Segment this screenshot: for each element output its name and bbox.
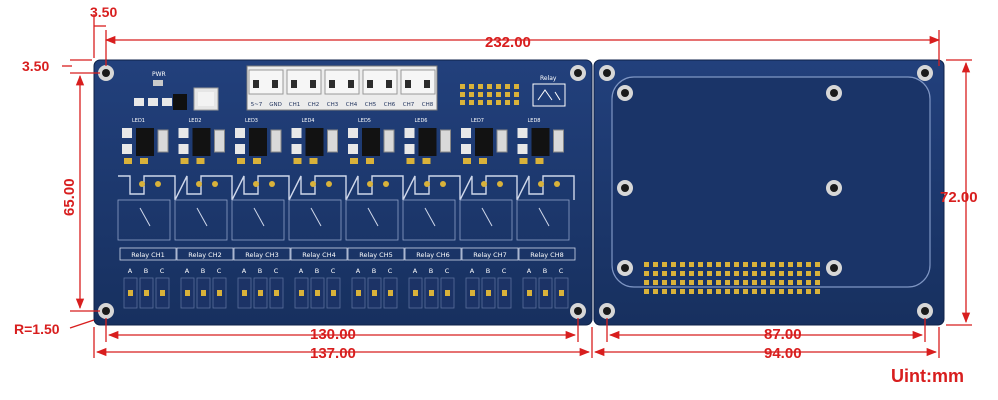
terminal-label: CH1: [289, 102, 300, 108]
mounting-hole: [617, 180, 633, 196]
pin-label: B: [429, 267, 433, 275]
relay-label: Relay: [540, 75, 557, 82]
gpio-header: [644, 262, 820, 294]
led-label: LED1: [132, 118, 145, 124]
channel-label: Relay CH4: [302, 251, 336, 259]
mounting-hole: [98, 303, 114, 319]
channel-label: Relay CH3: [245, 251, 279, 259]
pin-label: C: [160, 267, 165, 275]
pin-label: C: [217, 267, 222, 275]
channel-label: Relay CH8: [530, 251, 564, 259]
pin-label: C: [559, 267, 564, 275]
channel-label: Relay CH7: [473, 251, 507, 259]
mounting-hole: [98, 65, 114, 81]
mounting-hole: [617, 85, 633, 101]
mounting-hole: [826, 180, 842, 196]
dim-left-offset: 3.50: [22, 58, 49, 74]
pin-label: C: [445, 267, 450, 275]
pin-label: C: [388, 267, 393, 275]
pwr-label: PWR: [152, 71, 166, 78]
pin-label: A: [299, 267, 304, 275]
led-label: LED6: [415, 118, 428, 124]
dim-corner-radius: R=1.50: [14, 321, 60, 337]
dim-relay-width: 137.00: [310, 345, 356, 362]
pin-label: B: [486, 267, 490, 275]
terminal-block: 5~7 GND CH1 CH2 CH3 CH4 CH5 CH6 CH7 CH8: [246, 65, 438, 111]
dim-hat-width: 94.00: [764, 345, 802, 362]
led-label: LED5: [358, 118, 371, 124]
pin-label: A: [413, 267, 418, 275]
dim-top-offset: 3.50: [90, 4, 117, 20]
dimension-lines: [62, 14, 972, 358]
dim-relay-hole-span: 130.00: [310, 326, 356, 343]
dim-total-width: 232.00: [485, 34, 531, 51]
terminal-label: GND: [269, 102, 282, 108]
led-label: LED3: [245, 118, 258, 124]
pin-label: A: [470, 267, 475, 275]
dim-hat-hole-span: 87.00: [764, 326, 802, 343]
mounting-hole: [599, 65, 615, 81]
channel-label: Relay CH2: [188, 251, 222, 259]
pin-label: C: [502, 267, 507, 275]
dim-hat-height: 72.00: [940, 189, 978, 206]
dim-relay-height: 65.00: [61, 178, 78, 216]
mounting-hole: [570, 65, 586, 81]
mounting-hole: [917, 303, 933, 319]
pin-label: C: [331, 267, 336, 275]
led-label: LED4: [302, 118, 315, 124]
pin-header: [460, 84, 519, 105]
relay-board: PWR 5~7 GND CH1 CH2 CH3 CH4 CH5 CH6 CH7 CH8 Relay…: [93, 59, 593, 326]
mounting-hole: [826, 85, 842, 101]
pin-label: A: [185, 267, 190, 275]
pin-label: B: [315, 267, 319, 275]
terminal-label: CH7: [403, 102, 415, 108]
pin-label: A: [527, 267, 532, 275]
channel-label: Relay CH5: [359, 251, 393, 259]
pin-label: A: [356, 267, 361, 275]
pin-label: B: [372, 267, 376, 275]
led-label: LED7: [471, 118, 484, 124]
channel-label: Relay CH1: [131, 251, 165, 259]
terminal-label: CH8: [422, 102, 434, 108]
mounting-hole: [917, 65, 933, 81]
terminal-label: CH2: [308, 102, 319, 108]
pin-label: A: [242, 267, 247, 275]
mounting-hole: [617, 260, 633, 276]
pin-label: C: [274, 267, 279, 275]
led-label: LED8: [528, 118, 541, 124]
pin-label: A: [128, 267, 133, 275]
terminal-label: 5~7: [251, 102, 263, 108]
terminal-label: CH3: [327, 102, 339, 108]
terminal-label: CH6: [384, 102, 396, 108]
pin-label: B: [201, 267, 205, 275]
mounting-hole: [826, 260, 842, 276]
pin-label: B: [258, 267, 262, 275]
terminal-label: CH5: [365, 102, 377, 108]
unit-label: Uint:mm: [891, 366, 964, 386]
channel-label: Relay CH6: [416, 251, 450, 259]
mounting-hole: [599, 303, 615, 319]
hat-board: [593, 59, 945, 326]
terminal-label: CH4: [346, 102, 358, 108]
led-label: LED2: [189, 118, 202, 124]
pin-label: B: [144, 267, 148, 275]
mounting-hole: [570, 303, 586, 319]
pin-label: B: [543, 267, 547, 275]
